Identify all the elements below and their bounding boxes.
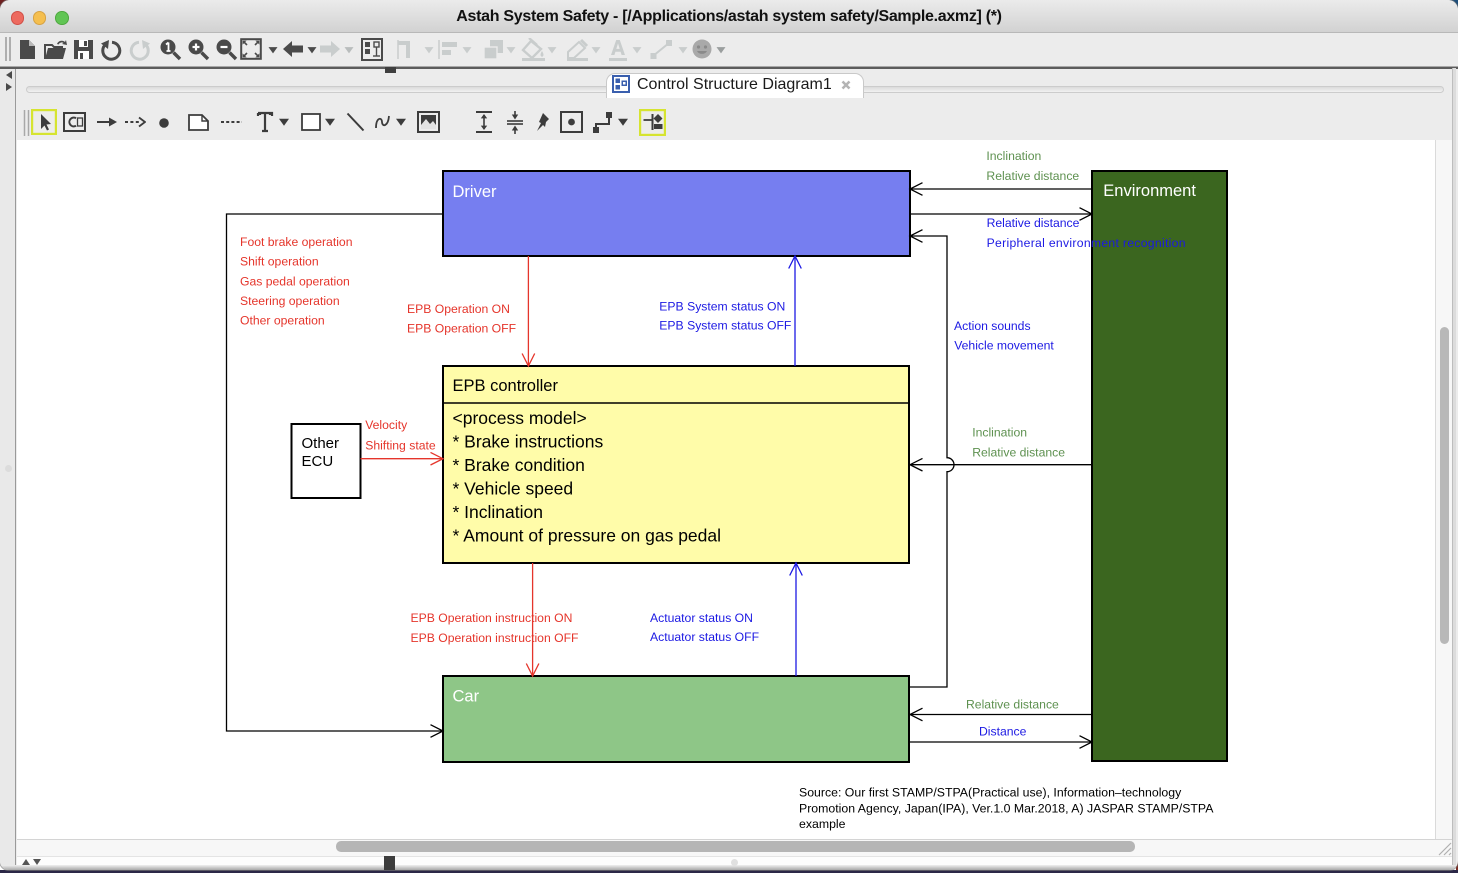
svg-text:Inclination: Inclination xyxy=(986,149,1041,163)
svg-text:Promotion Agency, Japan(IPA),: Promotion Agency, Japan(IPA), Ver.1.0 Ma… xyxy=(799,801,1214,815)
svg-text:Actuator status OFF: Actuator status OFF xyxy=(650,630,759,644)
svg-text:Car: Car xyxy=(453,688,480,706)
svg-text:<process model>: <process model> xyxy=(453,408,587,428)
svg-text:ECU: ECU xyxy=(302,453,334,470)
svg-text:Foot brake operation: Foot brake operation xyxy=(240,235,352,249)
svg-text:* Brake condition: * Brake condition xyxy=(453,455,585,475)
svg-text:Vehicle movement: Vehicle movement xyxy=(954,339,1054,353)
svg-text:Action sounds: Action sounds xyxy=(954,319,1031,333)
svg-text:Relative distance: Relative distance xyxy=(966,697,1059,711)
svg-text:EPB Operation instruction ON: EPB Operation instruction ON xyxy=(411,611,573,625)
svg-text:Other: Other xyxy=(302,435,340,452)
svg-text:EPB Operation instruction OFF: EPB Operation instruction OFF xyxy=(411,631,579,645)
svg-text:Shifting state: Shifting state xyxy=(365,438,436,452)
svg-text:Environment: Environment xyxy=(1103,182,1196,200)
svg-text:Other operation: Other operation xyxy=(240,314,325,328)
svg-text:example: example xyxy=(799,817,846,831)
svg-text:EPB System status ON: EPB System status ON xyxy=(659,299,785,313)
svg-text:Source: Our first STAMP/STPA(P: Source: Our first STAMP/STPA(Practical u… xyxy=(799,786,1182,800)
svg-text:Gas pedal operation: Gas pedal operation xyxy=(240,274,350,288)
svg-text:EPB controller: EPB controller xyxy=(453,377,559,395)
svg-text:* Inclination: * Inclination xyxy=(453,502,543,522)
svg-text:Driver: Driver xyxy=(453,183,498,201)
svg-text:* Brake instructions: * Brake instructions xyxy=(453,432,604,452)
svg-text:Relative distance: Relative distance xyxy=(972,446,1065,460)
svg-text:Inclination: Inclination xyxy=(972,426,1027,440)
svg-text:EPB Operation OFF: EPB Operation OFF xyxy=(407,322,516,336)
svg-text:* Amount of pressure on gas pe: * Amount of pressure on gas pedal xyxy=(453,526,722,546)
svg-text:Velocity: Velocity xyxy=(365,418,408,432)
svg-text:Shift operation: Shift operation xyxy=(240,255,319,269)
svg-text:Relative distance: Relative distance xyxy=(986,169,1079,183)
svg-text:Distance: Distance xyxy=(979,725,1027,739)
svg-text:* Vehicle speed: * Vehicle speed xyxy=(453,479,574,499)
svg-text:Relative distance: Relative distance xyxy=(987,216,1080,230)
svg-text:Actuator status ON: Actuator status ON xyxy=(650,611,753,625)
svg-text:EPB System status OFF: EPB System status OFF xyxy=(659,318,791,332)
svg-text:Steering operation: Steering operation xyxy=(240,294,340,308)
svg-text:EPB Operation ON: EPB Operation ON xyxy=(407,302,510,316)
svg-text:Peripheral environment recogni: Peripheral environment recognition xyxy=(987,236,1186,250)
